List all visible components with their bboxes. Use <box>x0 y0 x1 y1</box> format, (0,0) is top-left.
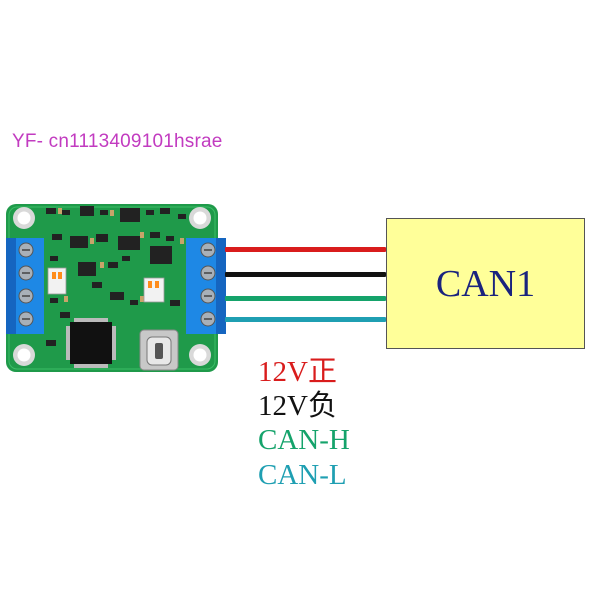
dip-switch-left <box>48 268 66 294</box>
wire-12v-negative <box>225 272 386 277</box>
legend-can-l: CAN-L <box>258 461 347 490</box>
dip-switch-right <box>144 278 164 302</box>
legend-can-h: CAN-H <box>258 426 350 455</box>
legend-12v-positive: 12V正 <box>258 358 337 387</box>
mcu-chip <box>66 318 116 368</box>
terminal-block-right <box>186 238 226 334</box>
wire-12v-positive <box>225 247 386 252</box>
legend-12v-negative: 12V负 <box>258 392 337 421</box>
can-device-box: CAN1 <box>386 218 585 349</box>
usb-c-port <box>140 330 178 370</box>
wire-can-l <box>225 317 386 322</box>
wire-can-h <box>225 296 386 301</box>
can-device-label: CAN1 <box>436 262 535 306</box>
terminal-block-left <box>6 238 44 334</box>
